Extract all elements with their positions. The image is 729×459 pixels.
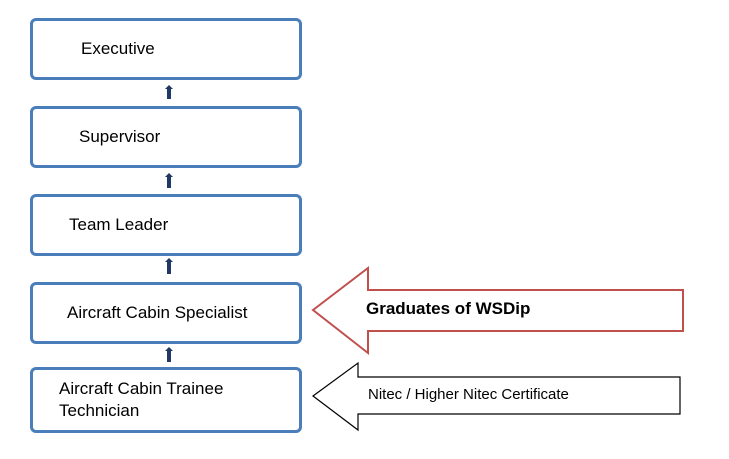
up-arrow-trainee-to-specialist xyxy=(165,347,173,362)
level-executive-label: Executive xyxy=(81,39,155,58)
level-specialist-label: Aircraft Cabin Specialist xyxy=(67,303,248,322)
up-arrow-supervisor-to-executive xyxy=(165,85,173,99)
level-team-leader-label: Team Leader xyxy=(69,215,169,234)
level-executive-box: Executive xyxy=(30,18,302,80)
nitec-entry-arrow xyxy=(311,361,681,432)
nitec-entry-label: Nitec / Higher Nitec Certificate xyxy=(368,386,569,403)
up-arrow-specialist-to-team-leader xyxy=(165,258,173,274)
wsdip-entry-label: Graduates of WSDip xyxy=(366,299,531,318)
level-trainee-box: Aircraft Cabin Trainee Technician xyxy=(30,367,302,433)
level-team-leader-box: Team Leader xyxy=(30,194,302,256)
level-supervisor-box: Supervisor xyxy=(30,106,302,168)
level-supervisor-label: Supervisor xyxy=(79,127,161,146)
level-specialist-box: Aircraft Cabin Specialist xyxy=(30,282,302,344)
up-arrow-team-leader-to-supervisor xyxy=(165,173,173,188)
level-trainee-label: Aircraft Cabin Trainee Technician xyxy=(59,379,224,420)
wsdip-entry-arrow xyxy=(311,265,684,356)
